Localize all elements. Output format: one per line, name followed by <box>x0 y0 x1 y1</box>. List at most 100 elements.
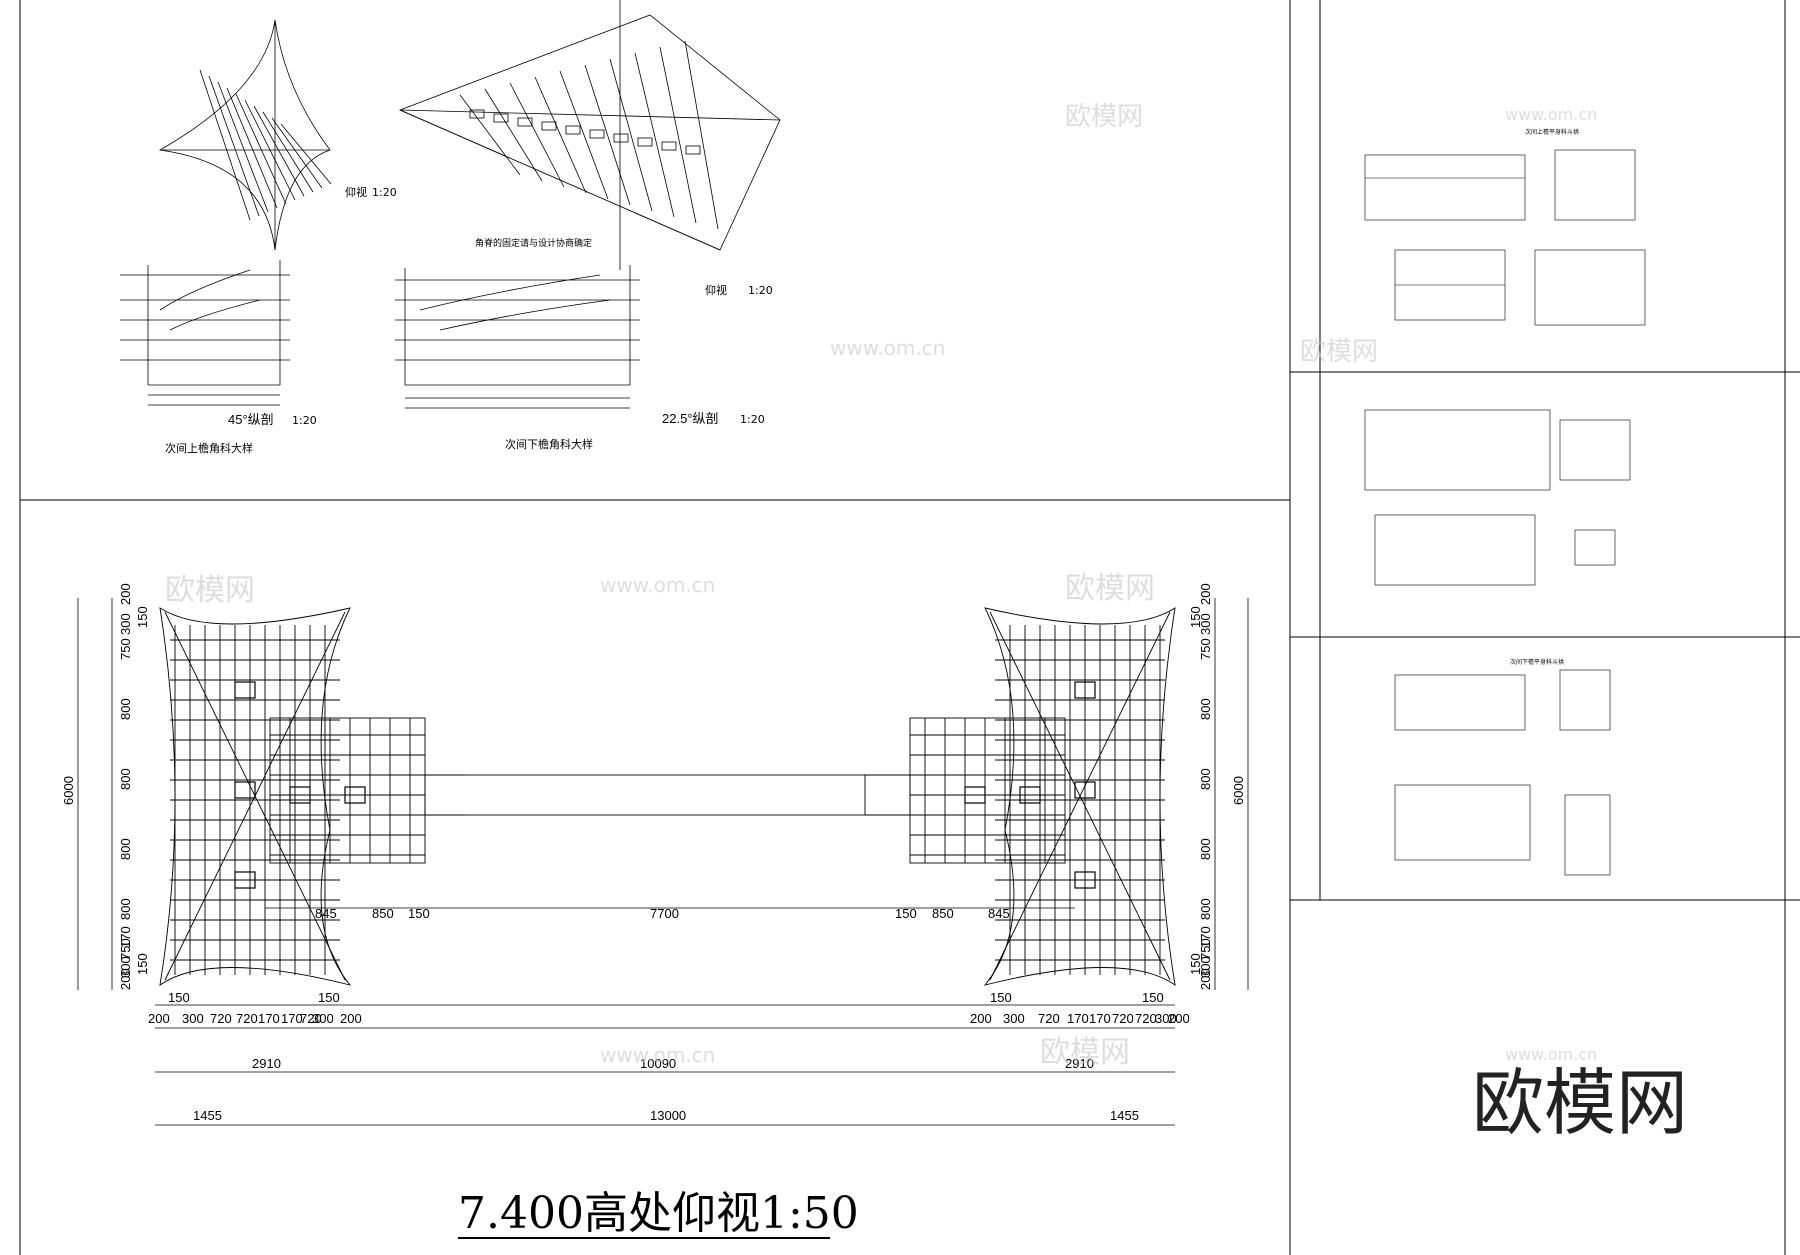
dougong-block <box>344 786 366 804</box>
left-inner-dim: 150 <box>135 953 150 975</box>
row2-dim-label: 170 <box>1067 1011 1089 1026</box>
row2-dim-label: 170 <box>1089 1011 1111 1026</box>
tm-note: 角脊的固定请与设计协商确定 <box>475 237 592 249</box>
wm-site-2: www.om.cn <box>830 336 945 360</box>
tm-section-scale: 1:20 <box>740 413 765 426</box>
top-left-detail <box>120 19 332 406</box>
dougong-block <box>234 871 256 889</box>
tl-section-label: 45°纵剖 <box>228 412 274 427</box>
tl-caption: 次间上檐角科大样 <box>165 441 253 455</box>
row1-dim-label: 150 <box>168 990 190 1005</box>
row3-dim-label: 2910 <box>252 1056 281 1071</box>
tl-section-scale: 1:20 <box>292 414 317 427</box>
detail-line <box>584 64 631 206</box>
wm-brand-3: 欧模网 <box>165 573 255 608</box>
detail-block <box>493 113 509 123</box>
span-dim-label: 850 <box>372 906 394 921</box>
wm-brand-5: 欧模网 <box>1040 1035 1130 1070</box>
detail-line <box>262 111 314 193</box>
detail-line <box>226 87 278 209</box>
wm-brand-2: 欧模网 <box>1300 337 1378 367</box>
right-dim-label: 300 <box>1198 613 1213 635</box>
right-dim-label: 170 <box>1198 926 1213 948</box>
right-dim-label: 200 <box>1198 583 1213 605</box>
detail-block <box>541 121 557 131</box>
detail-line <box>559 70 609 200</box>
left-dim-label: 800 <box>118 898 133 920</box>
row2-dim-label: 200 <box>340 1011 362 1026</box>
detail-line <box>634 52 675 218</box>
main-plan <box>159 607 1176 986</box>
detail-line <box>609 58 653 212</box>
row1-dim-label: 150 <box>990 990 1012 1005</box>
tl-view-label: 仰视 <box>345 185 367 199</box>
frame-lines <box>19 0 1800 1255</box>
dougong-block <box>1074 781 1096 799</box>
right-inner-dim: 150 <box>1188 953 1203 975</box>
span-dim-label: 7700 <box>650 906 679 921</box>
left-overall-dim: 6000 <box>61 776 76 805</box>
wm-brand-4: 欧模网 <box>1065 571 1155 606</box>
detail-line <box>684 40 719 230</box>
detail-line <box>217 81 269 213</box>
dougong-block <box>964 786 986 804</box>
dougong-block <box>1074 871 1096 889</box>
left-dim-label: 800 <box>118 768 133 790</box>
tl-view-scale: 1:20 <box>372 186 397 199</box>
row2-dim-label: 300 <box>1155 1011 1177 1026</box>
panel3-title: 次间下檐平身科斗拱 <box>1510 658 1564 666</box>
right-dim-label: 300 <box>1198 956 1213 978</box>
row2-dim-label: 720 <box>1112 1011 1134 1026</box>
right-dim-label: 800 <box>1198 838 1213 860</box>
row2-dim-label: 720 <box>236 1011 258 1026</box>
right-dim-label: 750 <box>1198 638 1213 660</box>
left-dim-label: 750 <box>118 938 133 960</box>
detail-block <box>589 129 605 139</box>
main-title: 7.400高处仰视1:50 <box>458 1188 859 1239</box>
row2-dim-label: 300 <box>1003 1011 1025 1026</box>
right-inner-dim: 150 <box>1188 606 1203 628</box>
wm-brand-1: 欧模网 <box>1065 102 1143 132</box>
detail-line <box>235 93 287 205</box>
row4-dim-label: 1455 <box>1110 1108 1139 1123</box>
row4-dim-label: 1455 <box>193 1108 222 1123</box>
left-dim-label: 800 <box>118 698 133 720</box>
row2-dim-label: 200 <box>1168 1011 1190 1026</box>
detail-block <box>637 137 653 147</box>
wm-site-1: www.om.cn <box>1505 105 1597 124</box>
wm-brand-big: 欧模网 <box>1472 1061 1688 1145</box>
wm-site-5: www.om.cn <box>600 1043 715 1067</box>
left-inner-dim: 150 <box>135 606 150 628</box>
dougong-block <box>1074 681 1096 699</box>
row2-dim-label: 300 <box>312 1011 334 1026</box>
side-panel-2 <box>1364 409 1631 586</box>
detail-block <box>685 145 701 155</box>
span-dim-label: 150 <box>408 906 430 921</box>
tm-view-label: 仰视 <box>705 283 727 297</box>
row2-dim-label: 720 <box>1038 1011 1060 1026</box>
left-dim-label: 170 <box>118 926 133 948</box>
side-panel-1 <box>1364 149 1646 326</box>
dougong-block <box>1019 786 1041 804</box>
detail-line <box>659 46 697 224</box>
detail-line <box>484 88 543 182</box>
detail-line <box>208 75 260 217</box>
right-dim-label: 800 <box>1198 898 1213 920</box>
detail-block <box>565 125 581 135</box>
detail-block <box>469 109 485 119</box>
left-dim-label: 300 <box>118 613 133 635</box>
detail-line <box>271 117 323 189</box>
detail-line <box>244 99 296 201</box>
row2-dim-label: 170 <box>258 1011 280 1026</box>
detail-block <box>661 141 677 151</box>
right-dim-label: 800 <box>1198 768 1213 790</box>
tm-caption: 次间下檐角科大样 <box>505 437 593 451</box>
detail-line <box>199 69 251 221</box>
top-mid-detail <box>395 0 781 409</box>
right-overall-dim: 6000 <box>1231 776 1246 805</box>
row2-dim-label: 200 <box>970 1011 992 1026</box>
row2-dim-label: 720 <box>210 1011 232 1026</box>
tm-view-scale: 1:20 <box>748 284 773 297</box>
span-dim-label: 150 <box>895 906 917 921</box>
dougong-block <box>289 786 311 804</box>
